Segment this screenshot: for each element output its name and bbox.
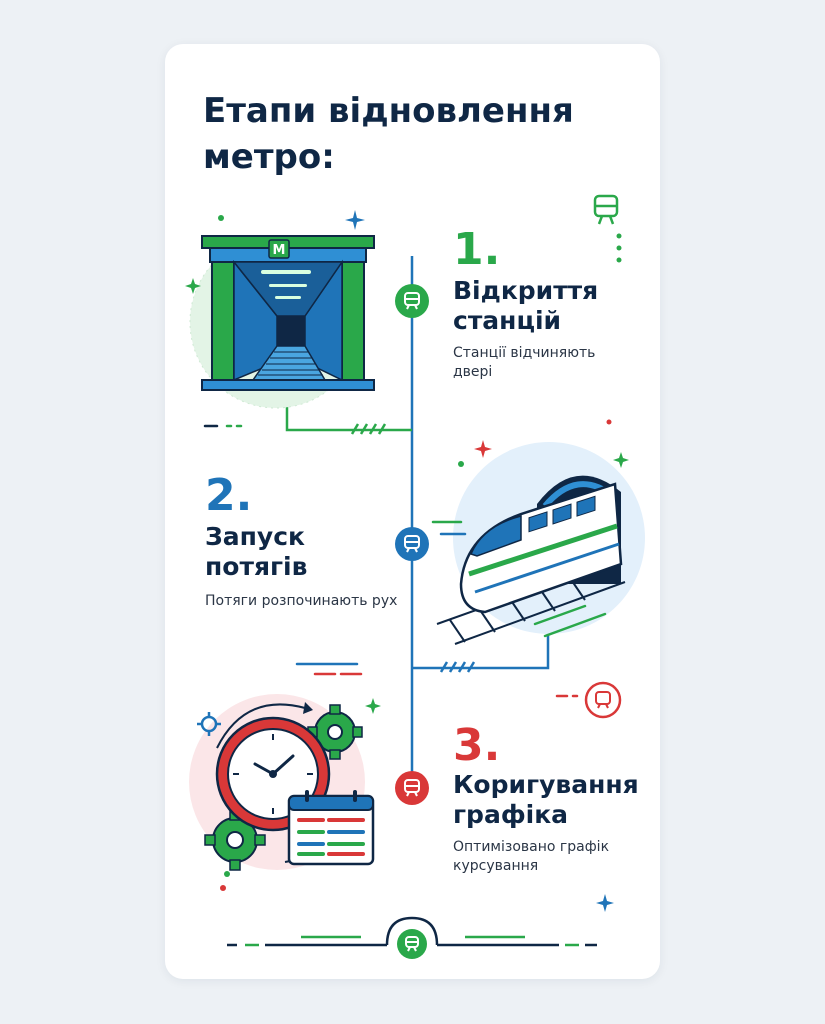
- timeline: [285, 256, 550, 784]
- timeline-marker-1: [395, 284, 429, 318]
- decorations: [185, 194, 629, 912]
- train-icon: [404, 292, 420, 310]
- step-2-title: Запуск потягів: [205, 522, 308, 581]
- step-3-title: Коригування графіка: [453, 770, 639, 829]
- step-2-description: Потяги розпочинають рух: [205, 593, 398, 609]
- timeline-marker-3: [395, 771, 429, 805]
- infographic-card: Етапи відновлення метро:: [165, 44, 660, 979]
- step-1-description: Станції відчиняють двері: [453, 345, 596, 380]
- page-title: Етапи відновлення метро:: [203, 91, 574, 177]
- calendar-icon: [287, 790, 375, 866]
- step-3-description: Оптимізовано графік курсування: [453, 839, 610, 874]
- schedule-illustration: [189, 694, 375, 871]
- step-1-number: 1.: [453, 224, 501, 275]
- diagram-graphics: M: [185, 194, 645, 959]
- metro-icon: [584, 681, 622, 719]
- train-icon: [404, 779, 420, 797]
- train-icon: [593, 194, 619, 225]
- step-2-number: 2.: [205, 470, 253, 521]
- footer-decoration: [227, 916, 597, 959]
- gear-icon: [307, 704, 363, 760]
- step-3-number: 3.: [453, 720, 501, 771]
- timeline-marker-2: [395, 527, 429, 561]
- train-icon: [404, 535, 420, 553]
- sparkle-icon: [474, 440, 492, 458]
- metro-station-illustration: M: [189, 235, 375, 409]
- sparkle-icon: [185, 278, 629, 714]
- step-1-title: Відкриття станцій: [453, 276, 599, 335]
- sparkle-icon: [345, 210, 614, 912]
- metro-sign: M: [273, 243, 286, 258]
- gear-icon: [197, 712, 221, 736]
- train-icon: [405, 936, 419, 952]
- train-illustration: [431, 442, 645, 645]
